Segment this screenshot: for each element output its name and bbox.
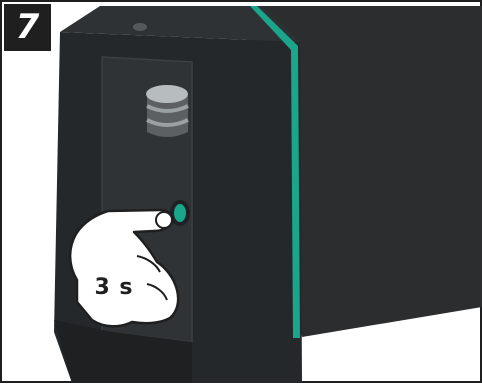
press-duration-label: 3 s (88, 271, 140, 305)
top-hole (133, 23, 147, 31)
cylinder-component (146, 85, 188, 137)
step-number-badge: 7 (4, 4, 51, 51)
pointing-hand-icon (70, 210, 178, 326)
